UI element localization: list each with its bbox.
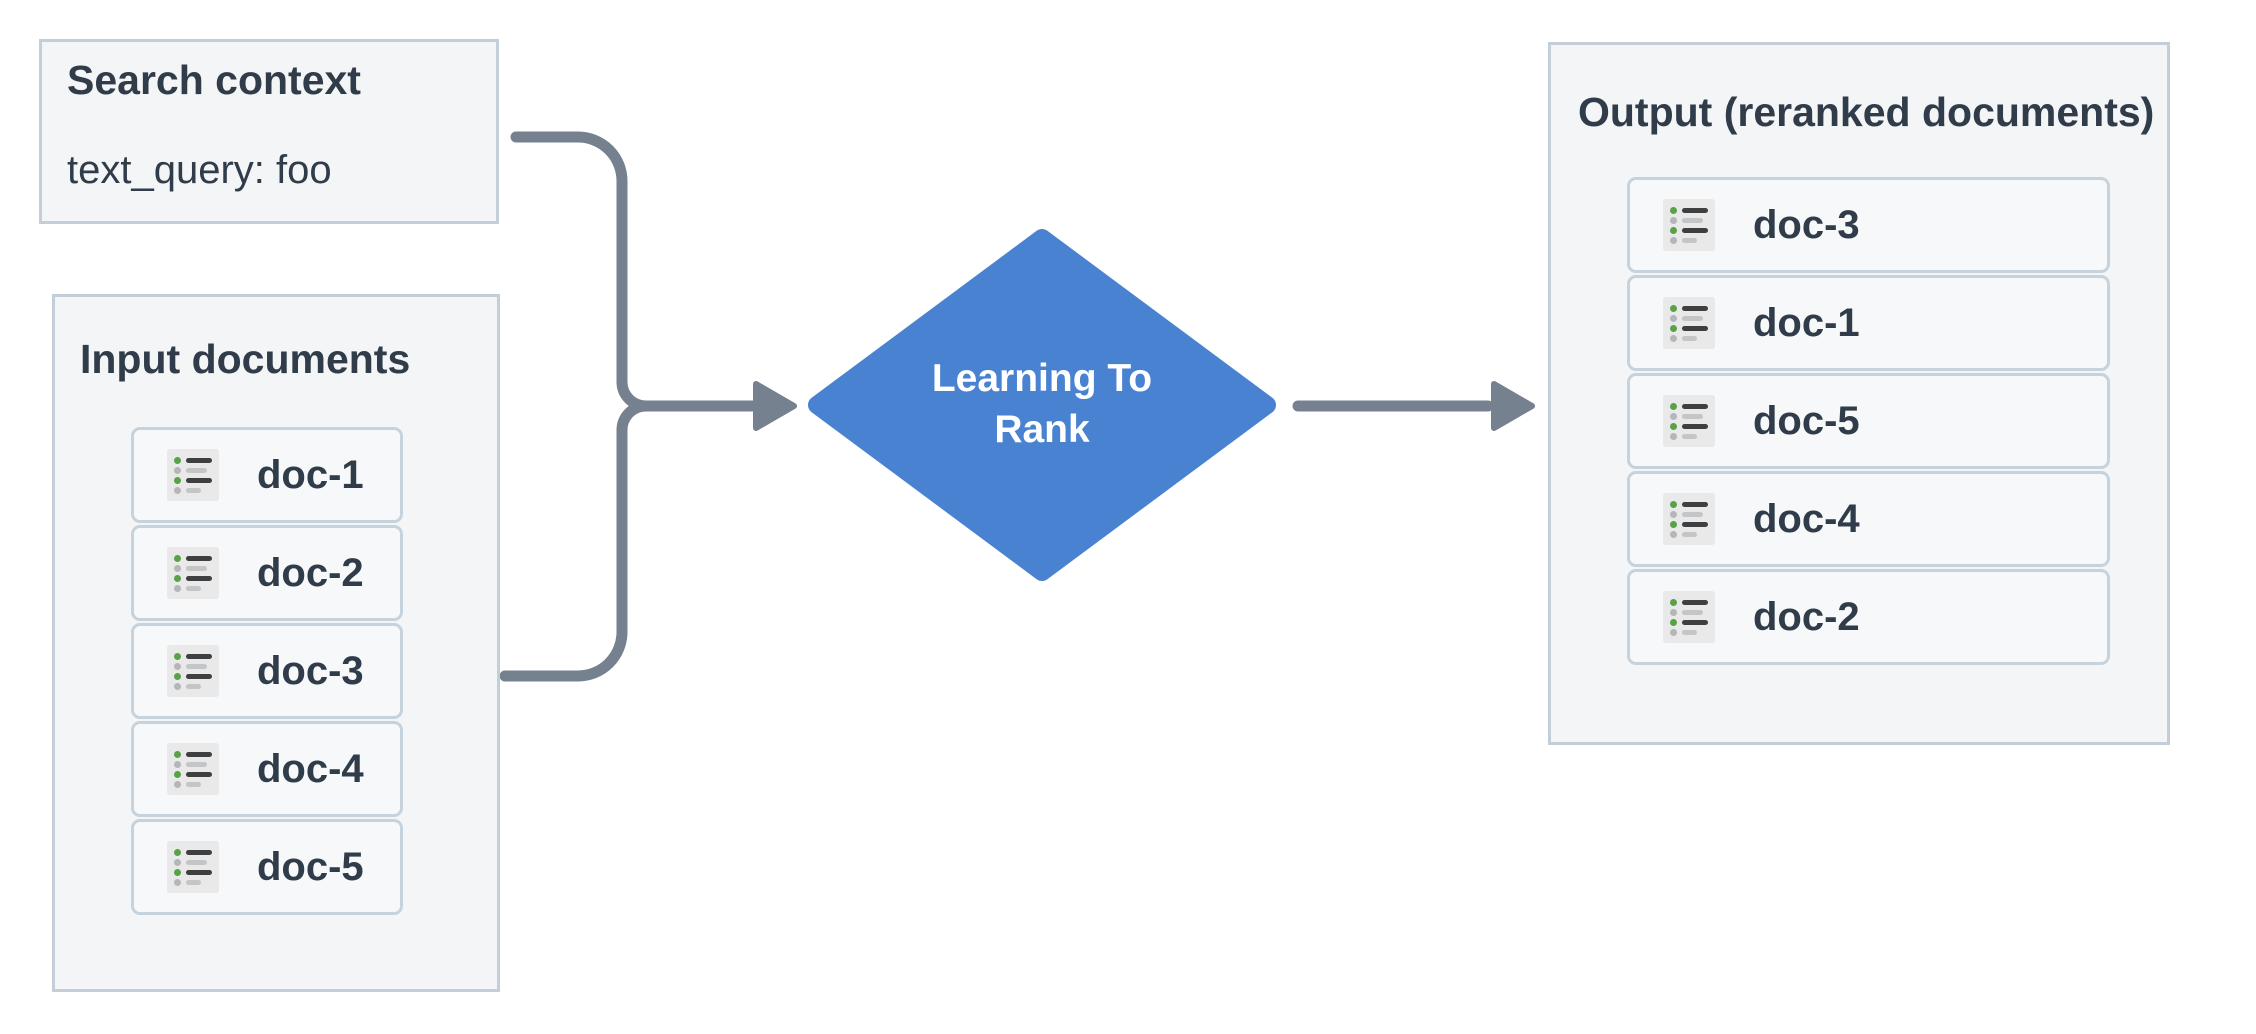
- input-documents-connector: [499, 400, 706, 682]
- bulleted-list-icon: [1663, 591, 1715, 643]
- document-label: doc-3: [1753, 202, 1860, 247]
- document-row: doc-1: [131, 427, 403, 523]
- document-row: doc-2: [131, 525, 403, 621]
- bulleted-list-icon: [1663, 395, 1715, 447]
- process-label-line2: Rank: [994, 408, 1090, 451]
- bulleted-list-icon: [1663, 493, 1715, 545]
- document-label: doc-3: [257, 648, 364, 693]
- bulleted-list-icon: [167, 841, 219, 893]
- input-documents-title: Input documents: [80, 336, 411, 382]
- document-label: doc-4: [257, 746, 364, 791]
- bulleted-list-icon: [167, 547, 219, 599]
- document-row: doc-3: [131, 623, 403, 719]
- document-row: doc-1: [1627, 275, 2110, 371]
- document-label: doc-2: [1753, 594, 1860, 639]
- bulleted-list-icon: [1663, 297, 1715, 349]
- document-row: doc-5: [131, 819, 403, 915]
- document-row: doc-3: [1627, 177, 2110, 273]
- document-row: doc-5: [1627, 373, 2110, 469]
- document-row: doc-4: [131, 721, 403, 817]
- output-reranked-documents-box: Output (reranked documents) doc-3 doc-1 …: [1548, 42, 2170, 745]
- search-context-connector: [510, 131, 758, 412]
- input-document-list: doc-1 doc-2 doc-3 doc-4: [131, 427, 403, 915]
- document-row: doc-4: [1627, 471, 2110, 567]
- document-row: doc-2: [1627, 569, 2110, 665]
- merge-arrowhead: [753, 381, 797, 431]
- process-label-line1: Learning To: [931, 357, 1153, 400]
- process-label: Learning To Rank: [862, 353, 1222, 455]
- search-context-title: Search context: [67, 57, 361, 103]
- bulleted-list-icon: [167, 743, 219, 795]
- output-title: Output (reranked documents): [1578, 89, 2155, 135]
- output-arrowhead: [1491, 381, 1535, 431]
- input-documents-box: Input documents doc-1 doc-2 doc-3: [52, 294, 500, 992]
- document-label: doc-5: [1753, 398, 1860, 443]
- bulleted-list-icon: [167, 645, 219, 697]
- document-label: doc-2: [257, 550, 364, 595]
- output-document-list: doc-3 doc-1 doc-5 doc-4: [1627, 177, 2110, 665]
- search-context-box: Search context text_query: foo: [39, 39, 499, 224]
- document-label: doc-1: [1753, 300, 1860, 345]
- bulleted-list-icon: [1663, 199, 1715, 251]
- search-query-text: text_query: foo: [67, 148, 332, 192]
- document-label: doc-4: [1753, 496, 1860, 541]
- document-label: doc-1: [257, 452, 364, 497]
- document-label: doc-5: [257, 844, 364, 889]
- bulleted-list-icon: [167, 449, 219, 501]
